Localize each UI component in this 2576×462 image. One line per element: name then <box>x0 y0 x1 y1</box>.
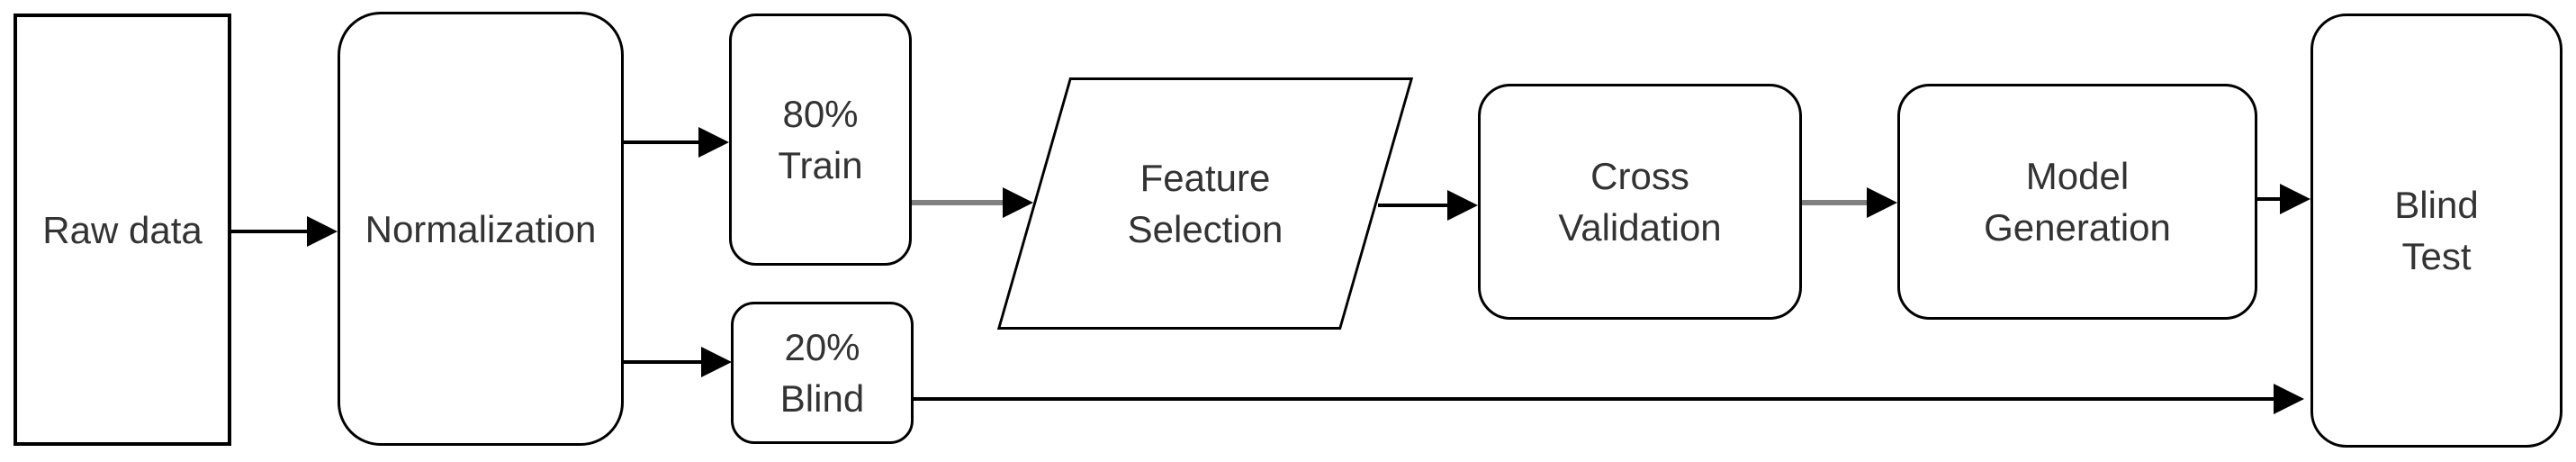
arrow-cross-validation-to-model-generation-shaft <box>1802 200 1867 205</box>
node-blind-test-label-line2: Test <box>2401 235 2472 277</box>
arrow-raw-data-to-normalization-head <box>307 216 338 247</box>
arrow-blind-split-to-blind-test-shaft <box>914 397 2274 401</box>
node-cross-validation-label-line1: Cross <box>1590 155 1689 197</box>
node-blind-test: Blind Test <box>2310 14 2562 448</box>
node-model-generation-label-line2: Generation <box>1984 206 2171 249</box>
node-blind-split: 20% Blind <box>731 302 914 444</box>
node-train-split: 80% Train <box>729 14 912 266</box>
arrow-raw-data-to-normalization-shaft <box>231 230 307 233</box>
arrow-normalization-to-train-split-shaft <box>622 140 698 144</box>
arrow-train-split-to-feature-selection-head <box>1003 187 1033 218</box>
node-train-split-label-line2: Train <box>778 144 863 186</box>
arrow-normalization-to-train-split-head <box>698 127 729 158</box>
arrow-normalization-to-blind-split-shaft <box>622 360 701 364</box>
arrow-blind-split-to-blind-test-head <box>2274 384 2304 414</box>
node-raw-data-label: Raw data <box>42 208 203 251</box>
arrow-cross-validation-to-model-generation-head <box>1867 187 1897 218</box>
node-feature-selection-label: Feature Selection <box>1033 77 1377 330</box>
node-feature-selection-label-line2: Selection <box>1127 208 1283 250</box>
arrow-model-generation-to-blind-test-head <box>2280 184 2310 214</box>
node-raw-data: Raw data <box>14 14 231 446</box>
node-normalization-label: Normalization <box>365 207 597 250</box>
node-feature-selection-label-line1: Feature <box>1139 157 1271 199</box>
arrow-model-generation-to-blind-test-shaft <box>2256 197 2280 201</box>
node-blind-test-label-line1: Blind <box>2394 184 2479 226</box>
node-train-split-label-line1: 80% <box>782 93 859 135</box>
node-cross-validation: Cross Validation <box>1478 84 1802 320</box>
arrow-train-split-to-feature-selection-shaft <box>912 200 1003 205</box>
arrow-feature-selection-to-cross-validation-head <box>1447 190 1478 221</box>
node-cross-validation-label-line2: Validation <box>1558 206 1722 249</box>
node-model-generation-label-line1: Model <box>2025 155 2130 197</box>
node-blind-split-label-line1: 20% <box>784 326 860 368</box>
node-blind-split-label-line2: Blind <box>779 377 865 420</box>
arrow-feature-selection-to-cross-validation-shaft <box>1378 204 1447 207</box>
node-normalization: Normalization <box>338 12 624 446</box>
arrow-normalization-to-blind-split-head <box>701 347 732 377</box>
node-model-generation: Model Generation <box>1897 84 2257 320</box>
